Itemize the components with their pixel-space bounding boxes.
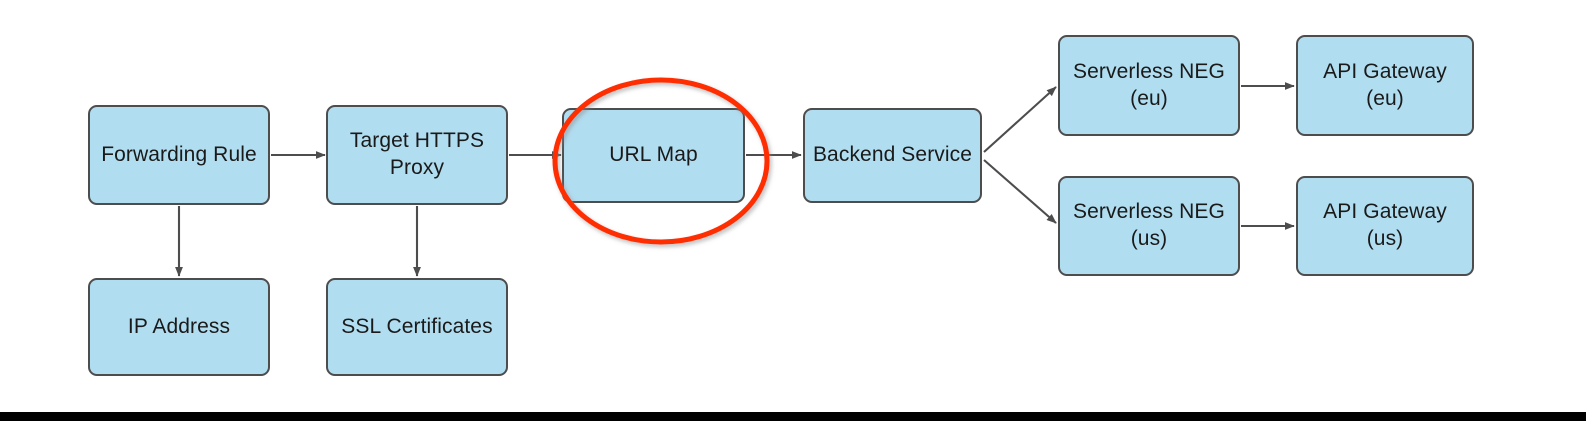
node-label-url-map: URL Map xyxy=(609,143,698,167)
node-ip-address[interactable]: IP Address xyxy=(88,278,270,376)
node-label-backend-service: Backend Service xyxy=(812,143,973,167)
node-label-forwarding-rule: Forwarding Rule xyxy=(101,142,257,166)
node-backend-service[interactable]: Backend Service xyxy=(803,108,982,203)
node-label-ssl-certificates: SSL Certificates xyxy=(341,314,493,338)
node-label-target-https-proxy: Target HTTPS Proxy xyxy=(349,129,485,179)
node-forwarding-rule[interactable]: Forwarding Rule xyxy=(88,105,270,205)
node-label-serverless-neg-us: Serverless NEG (us) xyxy=(1073,200,1225,250)
node-label-serverless-neg-eu: Serverless NEG (eu) xyxy=(1073,59,1225,110)
node-serverless-neg-eu[interactable]: Serverless NEG (eu) xyxy=(1058,35,1240,136)
node-label-ip-address: IP Address xyxy=(127,314,231,338)
node-ssl-certificates[interactable]: SSL Certificates xyxy=(326,278,508,376)
node-url-map[interactable]: URL Map xyxy=(562,108,745,203)
edge-backend-service-to-serverless-neg-eu xyxy=(983,86,1057,153)
bottom-rule xyxy=(0,412,1586,421)
node-target-https-proxy[interactable]: Target HTTPS Proxy xyxy=(326,105,508,205)
node-label-api-gateway-us: API Gateway (us) xyxy=(1323,200,1447,250)
node-serverless-neg-us[interactable]: Serverless NEG (us) xyxy=(1058,176,1240,276)
node-label-api-gateway-eu: API Gateway (eu) xyxy=(1323,59,1447,110)
node-api-gateway-us[interactable]: API Gateway (us) xyxy=(1296,176,1474,276)
node-api-gateway-eu[interactable]: API Gateway (eu) xyxy=(1296,35,1474,136)
edge-backend-service-to-serverless-neg-us xyxy=(983,159,1057,224)
